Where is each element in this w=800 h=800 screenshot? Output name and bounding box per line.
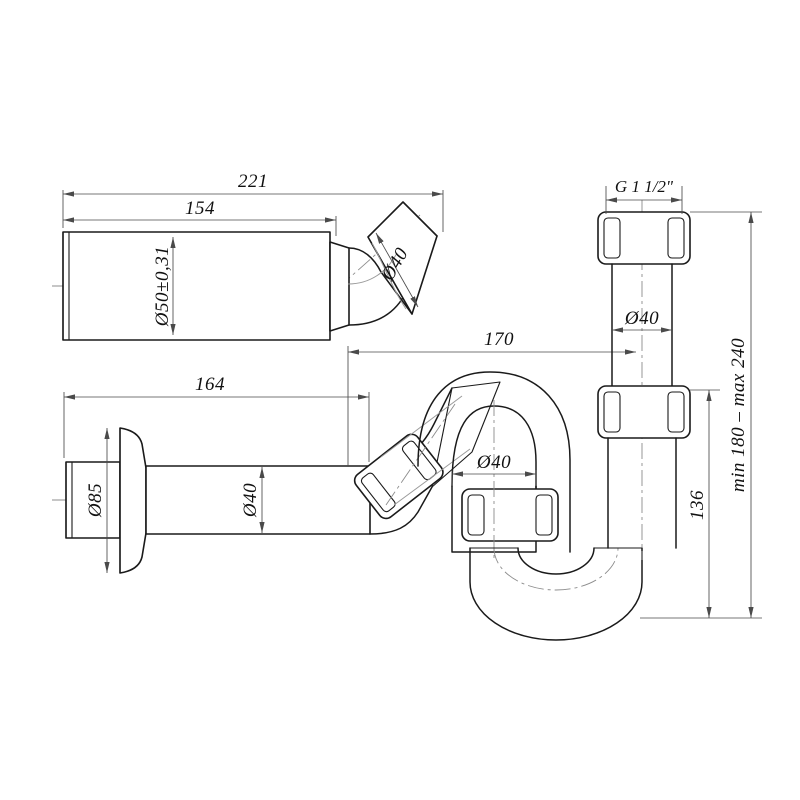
dim-label-thread: G 1 1/2" (615, 177, 674, 196)
dim-label-170: 170 (484, 329, 514, 350)
dim-label-d50: Ø50±0,31 (152, 246, 173, 327)
angled-hidden-sweep-b (393, 448, 471, 506)
part-p-trap: Ø40 170 (347, 329, 643, 641)
dim-label-154: 154 (185, 198, 215, 219)
riser-top-nut-rib-left (603, 217, 621, 259)
dim-label-d40-trap: Ø40 (476, 452, 511, 473)
riser-top-nut (597, 211, 691, 265)
trap-nut-rib-left (467, 494, 485, 536)
riser-top-nut-body (597, 211, 691, 265)
centerline-angled-union (385, 403, 456, 506)
top-barrel-body (62, 231, 331, 341)
angled-nut-body (353, 433, 444, 520)
riser-lower-tube (607, 437, 677, 549)
inlet-rear-stub-end (65, 461, 73, 539)
dim-label-adjustable: min 180 – max 240 (728, 338, 749, 492)
trap-arch-outer (417, 371, 571, 553)
angled-nut-rib-left (360, 472, 396, 513)
inlet-flange-rosette (119, 427, 147, 574)
dim-label-d40-riser: Ø40 (624, 308, 659, 329)
part-angled-union (353, 381, 501, 535)
dim-label-164: 164 (195, 374, 225, 395)
part-top-adapter: 221 154 Ø50±0,31 Ø40 (52, 171, 444, 341)
riser-mid-nut-body (597, 385, 691, 439)
top-reducer-collar (329, 241, 350, 332)
angled-hidden-sweep-a (380, 395, 463, 458)
part-outlet-riser: G 1 1/2" Ø40 136 min 180 – max 240 (597, 177, 762, 619)
centerline-trap-u (493, 547, 619, 591)
top-barrel-open-end (62, 231, 70, 341)
trap-u-outer (469, 547, 643, 641)
dim-label-136: 136 (687, 490, 708, 520)
trap-nut-rib-right (535, 494, 553, 536)
trap-inlet-nut (461, 488, 559, 542)
angled-elbow-lower (369, 486, 433, 535)
angled-barrel-face (431, 381, 501, 488)
riser-middle-nut (597, 385, 691, 439)
riser-mid-nut-rib-right (667, 391, 685, 433)
dim-label-221: 221 (238, 171, 268, 192)
riser-upper-tube (611, 263, 673, 387)
riser-top-nut-rib-right (667, 217, 685, 259)
dim-label-d40-inlet: Ø40 (240, 483, 261, 518)
trap-nut-body (461, 488, 559, 542)
dim-label-d85: Ø85 (85, 483, 106, 518)
riser-mid-nut-rib-left (603, 391, 621, 433)
trap-u-inner (517, 547, 595, 575)
dimline-d40-elbow (375, 232, 419, 308)
